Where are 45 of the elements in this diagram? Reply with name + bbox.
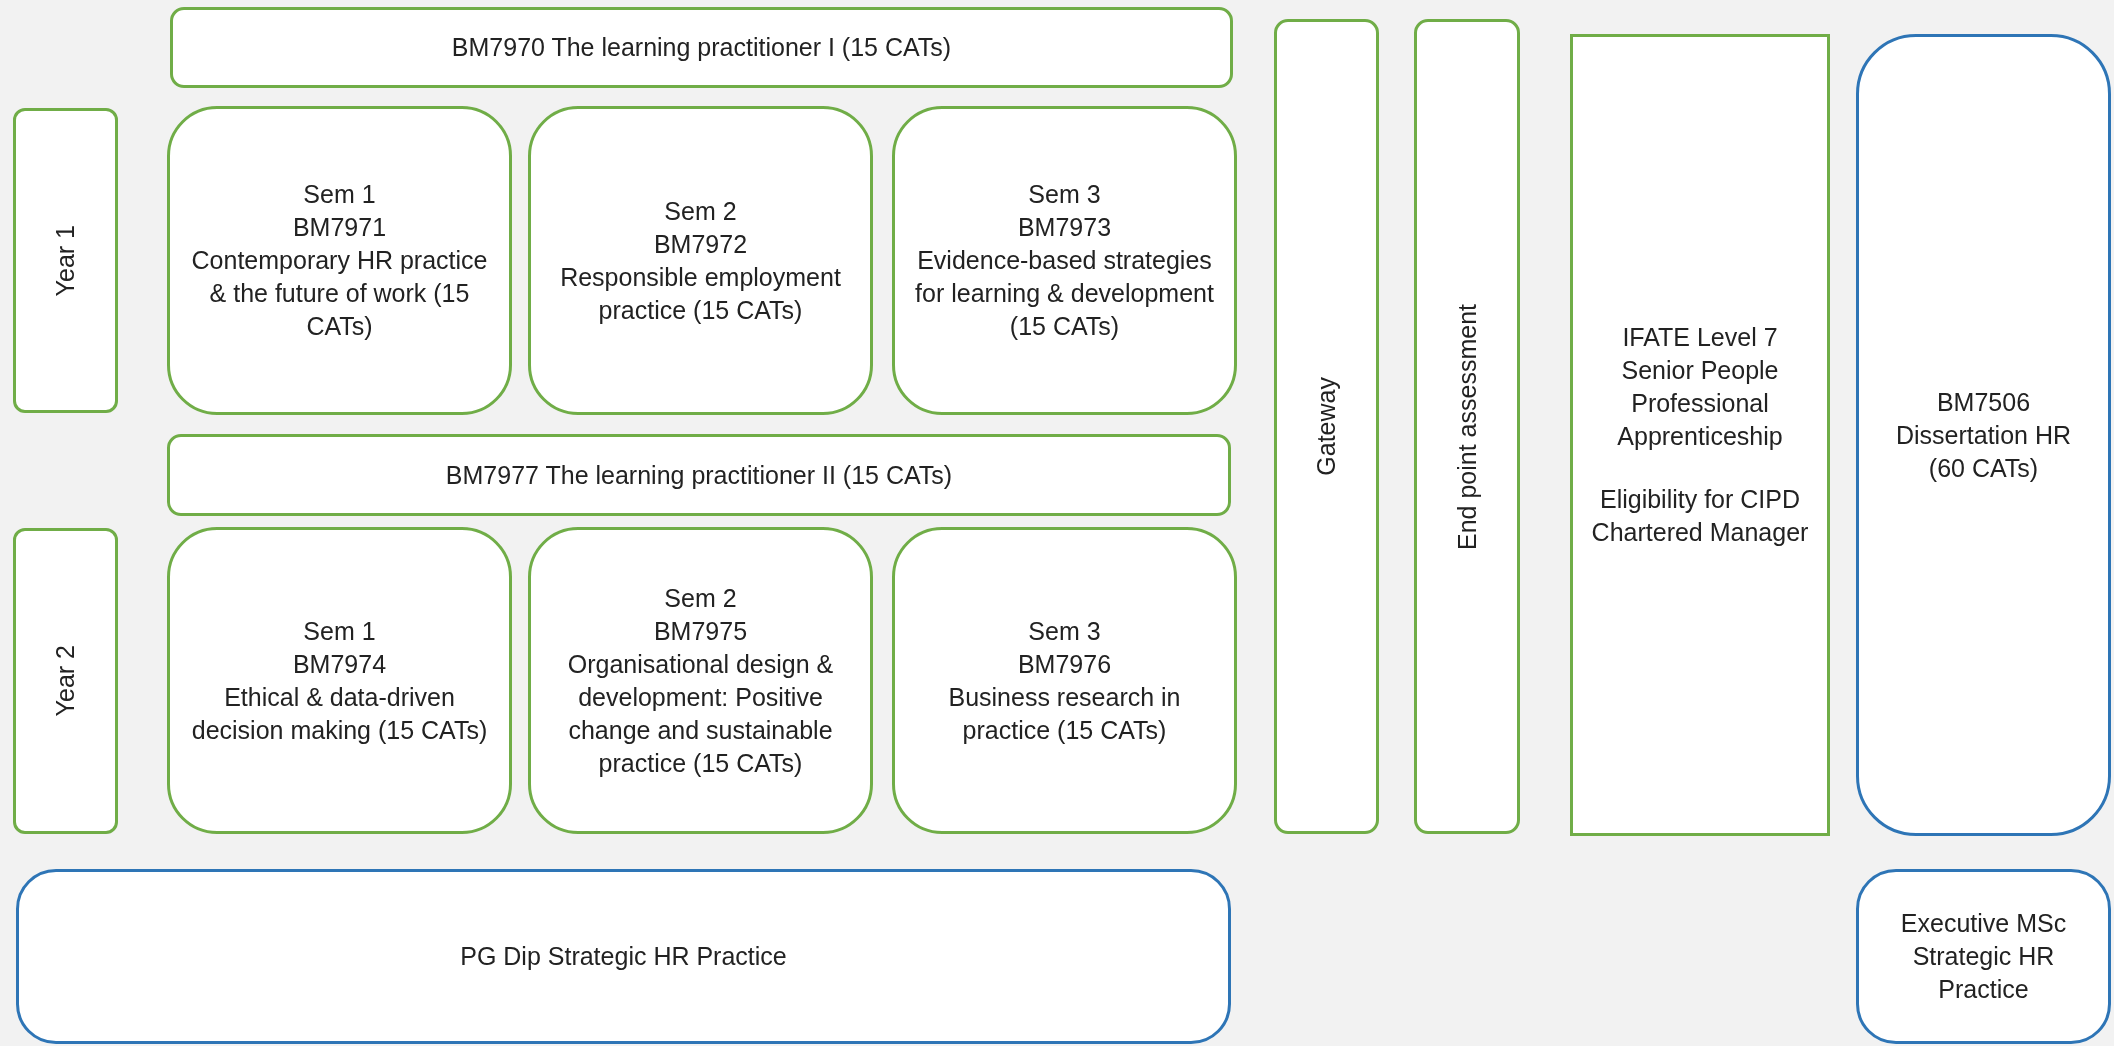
box-text: BM7977 The learning practitioner II (15 CATs) [445, 459, 953, 491]
year-box [13, 108, 118, 413]
module-box [528, 106, 873, 415]
award-box [16, 869, 1231, 1044]
module-box [1856, 34, 2111, 836]
box-text: BM7973 [1017, 212, 1112, 243]
vertical-label: Year 2 [50, 645, 80, 717]
box-text: BM7971 [292, 212, 387, 243]
box-text: BM7974 [292, 648, 387, 680]
box-text: Business research in practice (15 CATs) [947, 681, 1182, 746]
stage-bar [1414, 19, 1520, 834]
box-text: Evidence-based strategies for learning & development (15 CATs) [914, 245, 1215, 342]
vertical-label: Year 1 [50, 224, 80, 297]
semester-label: Sem 1 [303, 615, 376, 647]
box-text: BM7970 The learning practitioner I (15 CATs) [451, 32, 952, 63]
semester-label: Sem 3 [1028, 179, 1101, 210]
box-text: Responsible employment practice (15 CATs) [559, 261, 842, 326]
year-box [13, 528, 118, 834]
module-box [167, 527, 512, 834]
award-box [1570, 34, 1830, 836]
box-text: PG Dip Strategic HR Practice [460, 941, 787, 972]
vertical-label: End point assessment [1451, 303, 1482, 550]
module-box [892, 106, 1237, 415]
box-text: BM7975 [653, 615, 748, 647]
semester-label: Sem 3 [1028, 615, 1101, 647]
module-box [167, 106, 512, 415]
semester-label: Sem 2 [664, 195, 737, 227]
box-text: BM7972 [653, 228, 748, 260]
box-text: Ethical & data-driven decision making (15 CATs) [190, 681, 489, 746]
semester-label: Sem 2 [664, 582, 737, 614]
box-text: Contemporary HR practice & the future of work (15 CATs) [190, 245, 489, 342]
box-text: BM7976 [1017, 648, 1112, 680]
box-text: Eligibility for CIPD Chartered Manager [1591, 484, 1809, 548]
module-bar [170, 7, 1233, 88]
award-box [1856, 869, 2111, 1044]
box-text: Organisational design & development: Positive change and sustainable practice (15 CATs) [566, 648, 835, 779]
module-box [892, 527, 1237, 834]
module-bar [167, 434, 1231, 516]
semester-label: Sem 1 [303, 179, 376, 210]
box-text: IFATE Level 7 Senior People Professional Apprenticeship [1616, 322, 1784, 452]
stage-bar [1274, 19, 1379, 834]
vertical-label: Gateway [1311, 377, 1341, 476]
module-box [528, 527, 873, 834]
box-text: Executive MSc Strategic HR Practice [1899, 908, 2068, 1005]
box-text: BM7506 Dissertation HR (60 CATs) [1894, 386, 2073, 484]
